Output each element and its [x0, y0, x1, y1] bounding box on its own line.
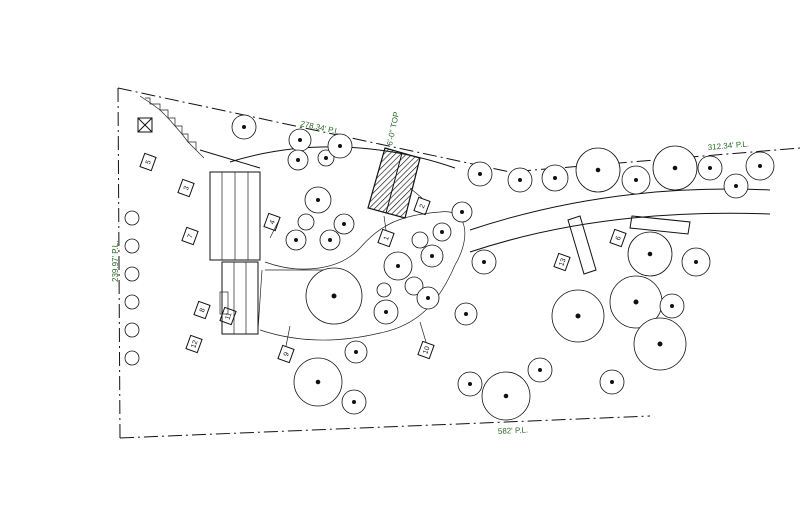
keynote-tag: 7 — [181, 226, 199, 246]
tree — [317, 149, 335, 167]
property-line-north-right: 312.34' P.L. — [707, 139, 749, 152]
keynote-label: 8 — [199, 307, 207, 313]
leader-lines — [269, 187, 427, 347]
tree — [411, 231, 429, 249]
keynote-tag: 2 — [413, 196, 431, 216]
parking-area — [209, 171, 261, 335]
keynote-label: 11 — [224, 312, 233, 321]
tree — [507, 167, 533, 193]
tree — [659, 293, 685, 319]
tree — [124, 294, 140, 310]
tree — [288, 128, 312, 152]
tree — [285, 229, 307, 251]
tree — [652, 145, 698, 191]
tree — [432, 222, 452, 242]
tree — [745, 151, 775, 181]
tree — [416, 286, 440, 310]
tree — [373, 299, 399, 325]
tree — [124, 266, 140, 282]
tree — [681, 247, 711, 277]
tree — [541, 164, 569, 192]
shed-structure — [567, 215, 691, 275]
tree — [304, 186, 332, 214]
staircase — [139, 95, 205, 159]
main-building — [367, 147, 421, 219]
tree — [599, 369, 625, 395]
keynote-tag: 12 — [185, 334, 203, 354]
keynote-tag: 3 — [177, 178, 195, 198]
keynote-label: 9 — [283, 351, 291, 357]
tree-group — [124, 114, 775, 421]
keynote-label: 4 — [269, 219, 277, 225]
tree — [467, 161, 493, 187]
keynote-label: 6 — [615, 235, 623, 241]
keynote-tag: 8 — [193, 300, 211, 320]
tree — [575, 147, 621, 193]
tree — [457, 371, 483, 397]
tree — [404, 276, 424, 296]
keynote-tag: 13 — [553, 252, 571, 272]
keynote-label: 5 — [145, 159, 153, 165]
keynote-tag: 9 — [277, 344, 295, 364]
tree — [471, 249, 497, 275]
tree — [124, 210, 140, 226]
tree — [454, 302, 478, 326]
property-line-south: 582' P.L. — [498, 425, 529, 436]
utility-box — [137, 117, 153, 133]
keynote-label: 3 — [183, 185, 191, 191]
keynote-tag: 5 — [139, 152, 157, 172]
tree — [551, 289, 605, 343]
tree — [341, 389, 367, 415]
tree — [319, 229, 341, 251]
tree — [327, 133, 353, 159]
tree — [305, 267, 363, 325]
tree — [621, 165, 651, 195]
building-height-label: 6'-0" TOP — [385, 111, 401, 146]
keynote-tag: 11 — [219, 306, 237, 326]
tree — [293, 357, 343, 407]
tree — [527, 357, 553, 383]
tree — [376, 282, 392, 298]
tree — [697, 155, 723, 181]
keynote-label: 7 — [187, 233, 195, 239]
keynote-label: 10 — [422, 345, 431, 355]
keynote-tag: 1 — [377, 228, 395, 248]
tree — [451, 201, 473, 223]
keynote-tag: 10 — [417, 340, 435, 360]
tree — [124, 350, 140, 366]
keynote-label: 13 — [558, 257, 567, 267]
tree — [124, 238, 140, 254]
keynote-label: 12 — [190, 339, 199, 349]
tree — [383, 251, 413, 281]
property-line-west: 239.97' P.L. — [111, 241, 120, 282]
tree — [344, 340, 368, 364]
tree — [481, 371, 531, 421]
keynote-label: 1 — [383, 235, 391, 241]
keynote-label: 2 — [419, 203, 427, 209]
tree — [231, 114, 257, 140]
tree — [723, 173, 749, 199]
tree — [420, 244, 444, 268]
tree — [633, 317, 687, 371]
tree — [297, 213, 315, 231]
keynote-tag: 6 — [609, 228, 627, 248]
keynote-tag: 4 — [263, 212, 281, 232]
tree — [124, 322, 140, 338]
tree — [287, 149, 309, 171]
tree — [333, 213, 355, 235]
tree — [627, 231, 673, 277]
